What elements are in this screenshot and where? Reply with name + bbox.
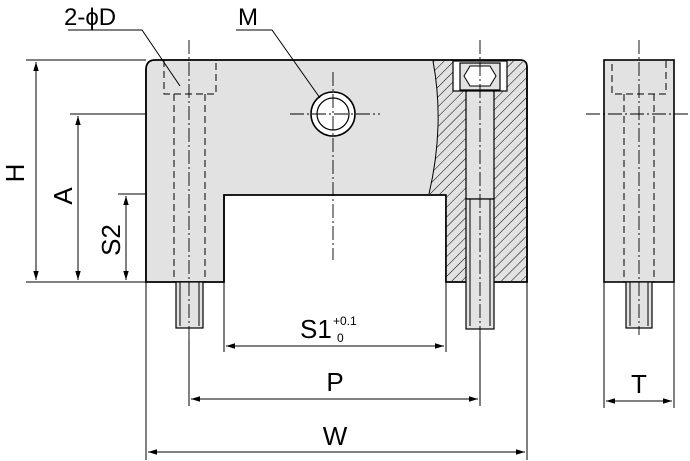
label-h: H (0, 164, 30, 183)
section-break-line (428, 60, 439, 195)
label-holes: 2-ϕD (64, 4, 116, 31)
label-s2: S2 (96, 224, 126, 256)
leader-holes (68, 29, 181, 87)
front-view (145, 40, 528, 340)
label-a: A (48, 187, 78, 205)
clamp-outline (145, 59, 528, 283)
label-w: W (323, 421, 348, 451)
label-s1-tol-lower: 0 (337, 331, 344, 345)
dimensions: H A S2 S1 +0.1 0 P W T 2-ϕD (0, 4, 675, 460)
leader-thread (236, 29, 321, 99)
label-s1-tol-upper: +0.1 (333, 314, 357, 328)
label-t: T (631, 369, 647, 399)
side-view (586, 40, 690, 335)
label-p: P (326, 367, 343, 397)
left-counterbore (163, 59, 217, 95)
label-s1: S1 (300, 314, 332, 344)
label-thread: M (238, 4, 258, 31)
